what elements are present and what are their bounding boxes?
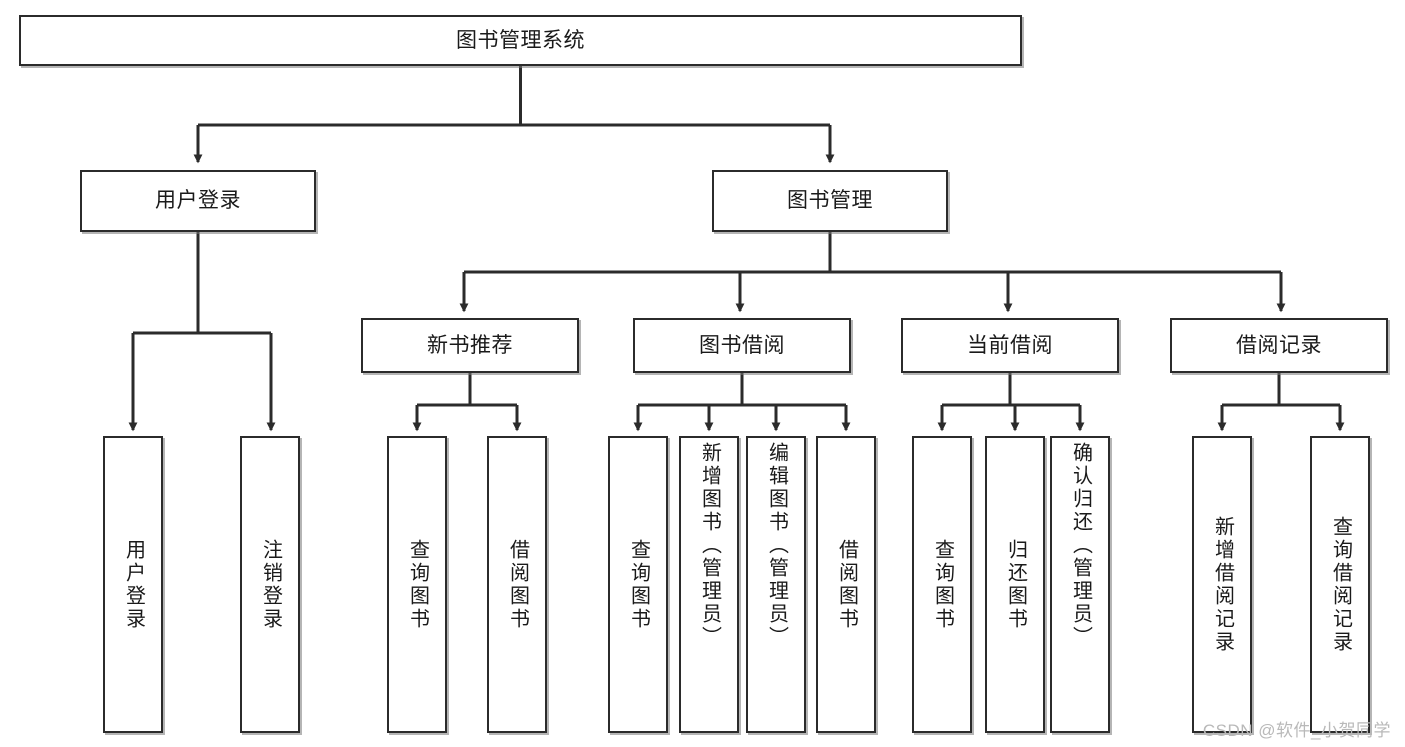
node-leaf-add-book-label: 新增图书（管理员） bbox=[698, 442, 721, 649]
node-leaf-query-book-2-label: 查询图书 bbox=[627, 538, 650, 631]
node-current-borrow-label: 当前借阅 bbox=[967, 333, 1053, 357]
node-leaf-return-book[interactable]: 归还图书 bbox=[985, 436, 1045, 733]
node-root-label: 图书管理系统 bbox=[456, 28, 585, 52]
node-leaf-logout-label: 注销登录 bbox=[259, 538, 282, 631]
node-leaf-borrow-book-2-label: 借阅图书 bbox=[835, 538, 858, 631]
node-borrow-record-label: 借阅记录 bbox=[1236, 333, 1322, 357]
node-leaf-add-book[interactable]: 新增图书（管理员） bbox=[679, 436, 739, 733]
node-leaf-borrow-book-1[interactable]: 借阅图书 bbox=[487, 436, 547, 733]
node-user-login-label: 用户登录 bbox=[155, 189, 241, 213]
node-leaf-user-login[interactable]: 用户登录 bbox=[103, 436, 163, 733]
node-leaf-edit-book-label: 编辑图书（管理员） bbox=[765, 442, 788, 649]
node-book-manage[interactable]: 图书管理 bbox=[712, 170, 948, 232]
node-leaf-logout[interactable]: 注销登录 bbox=[240, 436, 300, 733]
node-leaf-query-book-1[interactable]: 查询图书 bbox=[387, 436, 447, 733]
node-book-borrow[interactable]: 图书借阅 bbox=[633, 318, 851, 373]
node-leaf-confirm-return-label: 确认归还（管理员） bbox=[1069, 442, 1092, 649]
node-root[interactable]: 图书管理系统 bbox=[19, 15, 1022, 66]
node-leaf-query-book-2[interactable]: 查询图书 bbox=[608, 436, 668, 733]
node-current-borrow[interactable]: 当前借阅 bbox=[901, 318, 1119, 373]
node-leaf-borrow-book-1-label: 借阅图书 bbox=[506, 538, 529, 631]
node-book-borrow-label: 图书借阅 bbox=[699, 333, 785, 357]
node-leaf-confirm-return[interactable]: 确认归还（管理员） bbox=[1050, 436, 1110, 733]
node-book-manage-label: 图书管理 bbox=[787, 189, 873, 213]
node-borrow-record[interactable]: 借阅记录 bbox=[1170, 318, 1388, 373]
node-leaf-query-book-3[interactable]: 查询图书 bbox=[912, 436, 972, 733]
node-new-book-rec-label: 新书推荐 bbox=[427, 333, 513, 357]
node-leaf-query-book-3-label: 查询图书 bbox=[931, 538, 954, 631]
node-leaf-add-record[interactable]: 新增借阅记录 bbox=[1192, 436, 1252, 733]
node-leaf-query-book-1-label: 查询图书 bbox=[406, 538, 429, 631]
node-leaf-user-login-label: 用户登录 bbox=[122, 538, 145, 631]
node-leaf-return-book-label: 归还图书 bbox=[1004, 538, 1027, 631]
node-user-login[interactable]: 用户登录 bbox=[80, 170, 316, 232]
node-new-book-rec[interactable]: 新书推荐 bbox=[361, 318, 579, 373]
node-leaf-query-record-label: 查询借阅记录 bbox=[1329, 515, 1352, 654]
node-leaf-add-record-label: 新增借阅记录 bbox=[1211, 515, 1234, 654]
node-leaf-query-record[interactable]: 查询借阅记录 bbox=[1310, 436, 1370, 733]
node-leaf-edit-book[interactable]: 编辑图书（管理员） bbox=[746, 436, 806, 733]
node-leaf-borrow-book-2[interactable]: 借阅图书 bbox=[816, 436, 876, 733]
